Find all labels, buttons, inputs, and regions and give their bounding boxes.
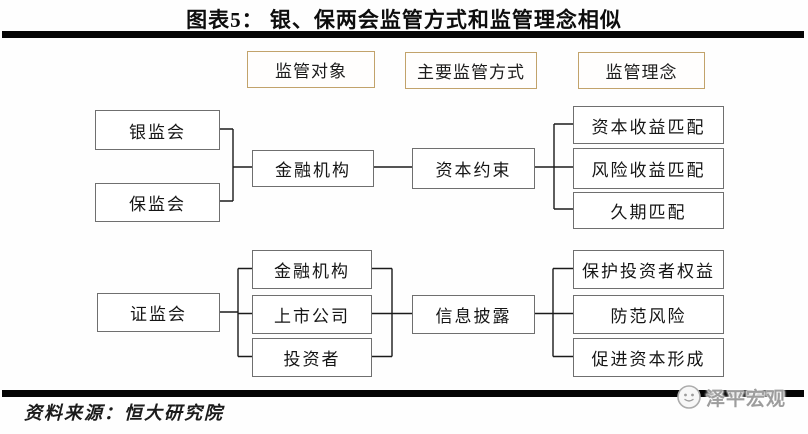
header-concept: 监管理念	[578, 52, 705, 89]
node-cbrc: 银监会	[95, 110, 220, 150]
node-financial-institutions-bottom: 金融机构	[252, 250, 372, 289]
node-financial-institutions-top: 金融机构	[252, 150, 374, 187]
watermark-face-icon	[677, 385, 701, 409]
figure-title: 图表5： 银、保两会监管方式和监管理念相似	[186, 8, 622, 32]
node-csrc: 证监会	[97, 293, 220, 332]
bottom-rule	[2, 390, 804, 397]
header-regulated-object: 监管对象	[247, 51, 375, 88]
node-risk-return-matching: 风险收益匹配	[573, 148, 724, 189]
top-rule	[2, 31, 804, 38]
node-duration-matching: 久期匹配	[573, 192, 724, 229]
node-prevent-risk: 防范风险	[573, 295, 724, 334]
watermark-text: 泽平宏观	[706, 388, 787, 410]
node-investors: 投资者	[252, 338, 372, 377]
node-circ: 保监会	[95, 183, 220, 222]
node-information-disclosure: 信息披露	[412, 295, 535, 334]
node-capital-constraint: 资本约束	[412, 148, 535, 189]
node-promote-capital-formation: 促进资本形成	[573, 338, 724, 377]
watermark: 泽平宏观	[676, 383, 786, 411]
node-capital-return-matching: 资本收益匹配	[573, 106, 724, 144]
header-main-method: 主要监管方式	[405, 52, 537, 89]
node-listed-companies: 上市公司	[252, 295, 372, 334]
source-note: 资料来源：恒大研究院	[24, 403, 224, 423]
node-protect-investor-rights: 保护投资者权益	[573, 250, 724, 289]
